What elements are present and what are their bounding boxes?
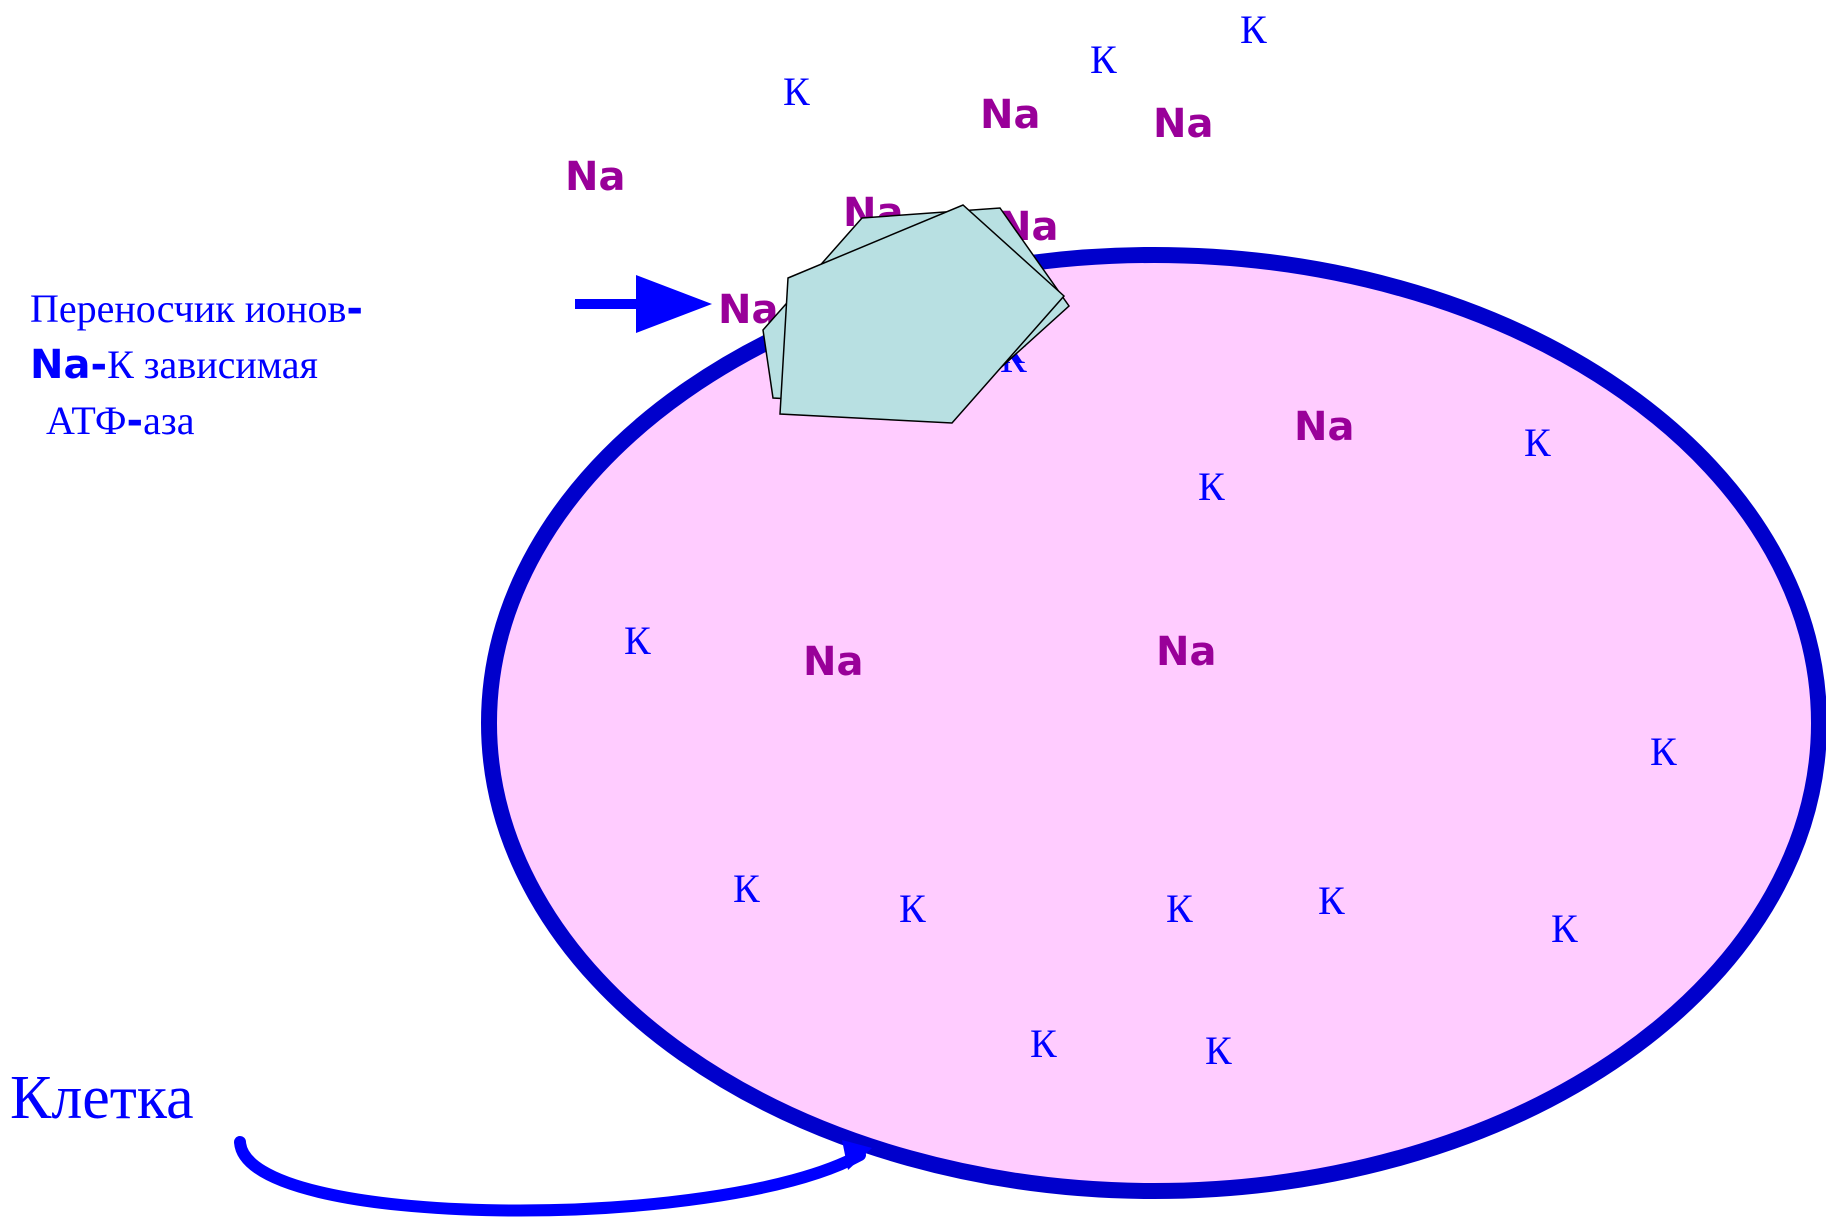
cell-pointer-arrow (234, 1136, 872, 1217)
potassium-ion-label: К (1551, 906, 1578, 951)
carrier-label-line-3: АТФ-аза (46, 398, 195, 444)
sodium-ion-label: Na (1294, 404, 1354, 450)
potassium-ion-label: К (624, 618, 651, 663)
potassium-ion-label: К (1240, 7, 1267, 52)
potassium-ion-label: К (1198, 464, 1225, 509)
intracellular-ions: К Na К К К Na Na К К К К К К К К (624, 327, 1677, 1073)
cell-body (481, 247, 1826, 1199)
carrier-label: Переносчик ионов- Na-К зависимая АТФ-аза (30, 286, 363, 444)
sodium-ion-label: Na (980, 92, 1040, 138)
carrier-label-line-2: Na-К зависимая (30, 342, 318, 388)
potassium-ion-label: К (1650, 729, 1677, 774)
potassium-ion-label: К (1166, 886, 1193, 931)
sodium-ion-label: Na (1156, 629, 1216, 675)
cell-label: Клетка (10, 1064, 194, 1132)
ion-carrier-protein (762, 204, 1070, 424)
potassium-ion-label: К (1030, 1021, 1057, 1066)
extracellular-ions: Na К Na К Na К (565, 7, 1267, 200)
potassium-ion-label: К (733, 866, 760, 911)
potassium-ion-label: К (1090, 37, 1117, 82)
carrier-pentagon-front (779, 204, 1066, 424)
potassium-ion-label: К (1205, 1028, 1232, 1073)
carrier-label-line-1: Переносчик ионов- (30, 286, 363, 332)
carrier-pointer-arrow (575, 275, 712, 333)
potassium-ion-label: К (783, 69, 810, 114)
sodium-ion-label: Na (565, 154, 625, 200)
potassium-ion-label: К (1318, 878, 1345, 923)
potassium-ion-label: К (1524, 420, 1551, 465)
sodium-ion-label: Na (1153, 101, 1213, 147)
potassium-ion-label: К (899, 886, 926, 931)
sodium-ion-label: Na (803, 639, 863, 685)
